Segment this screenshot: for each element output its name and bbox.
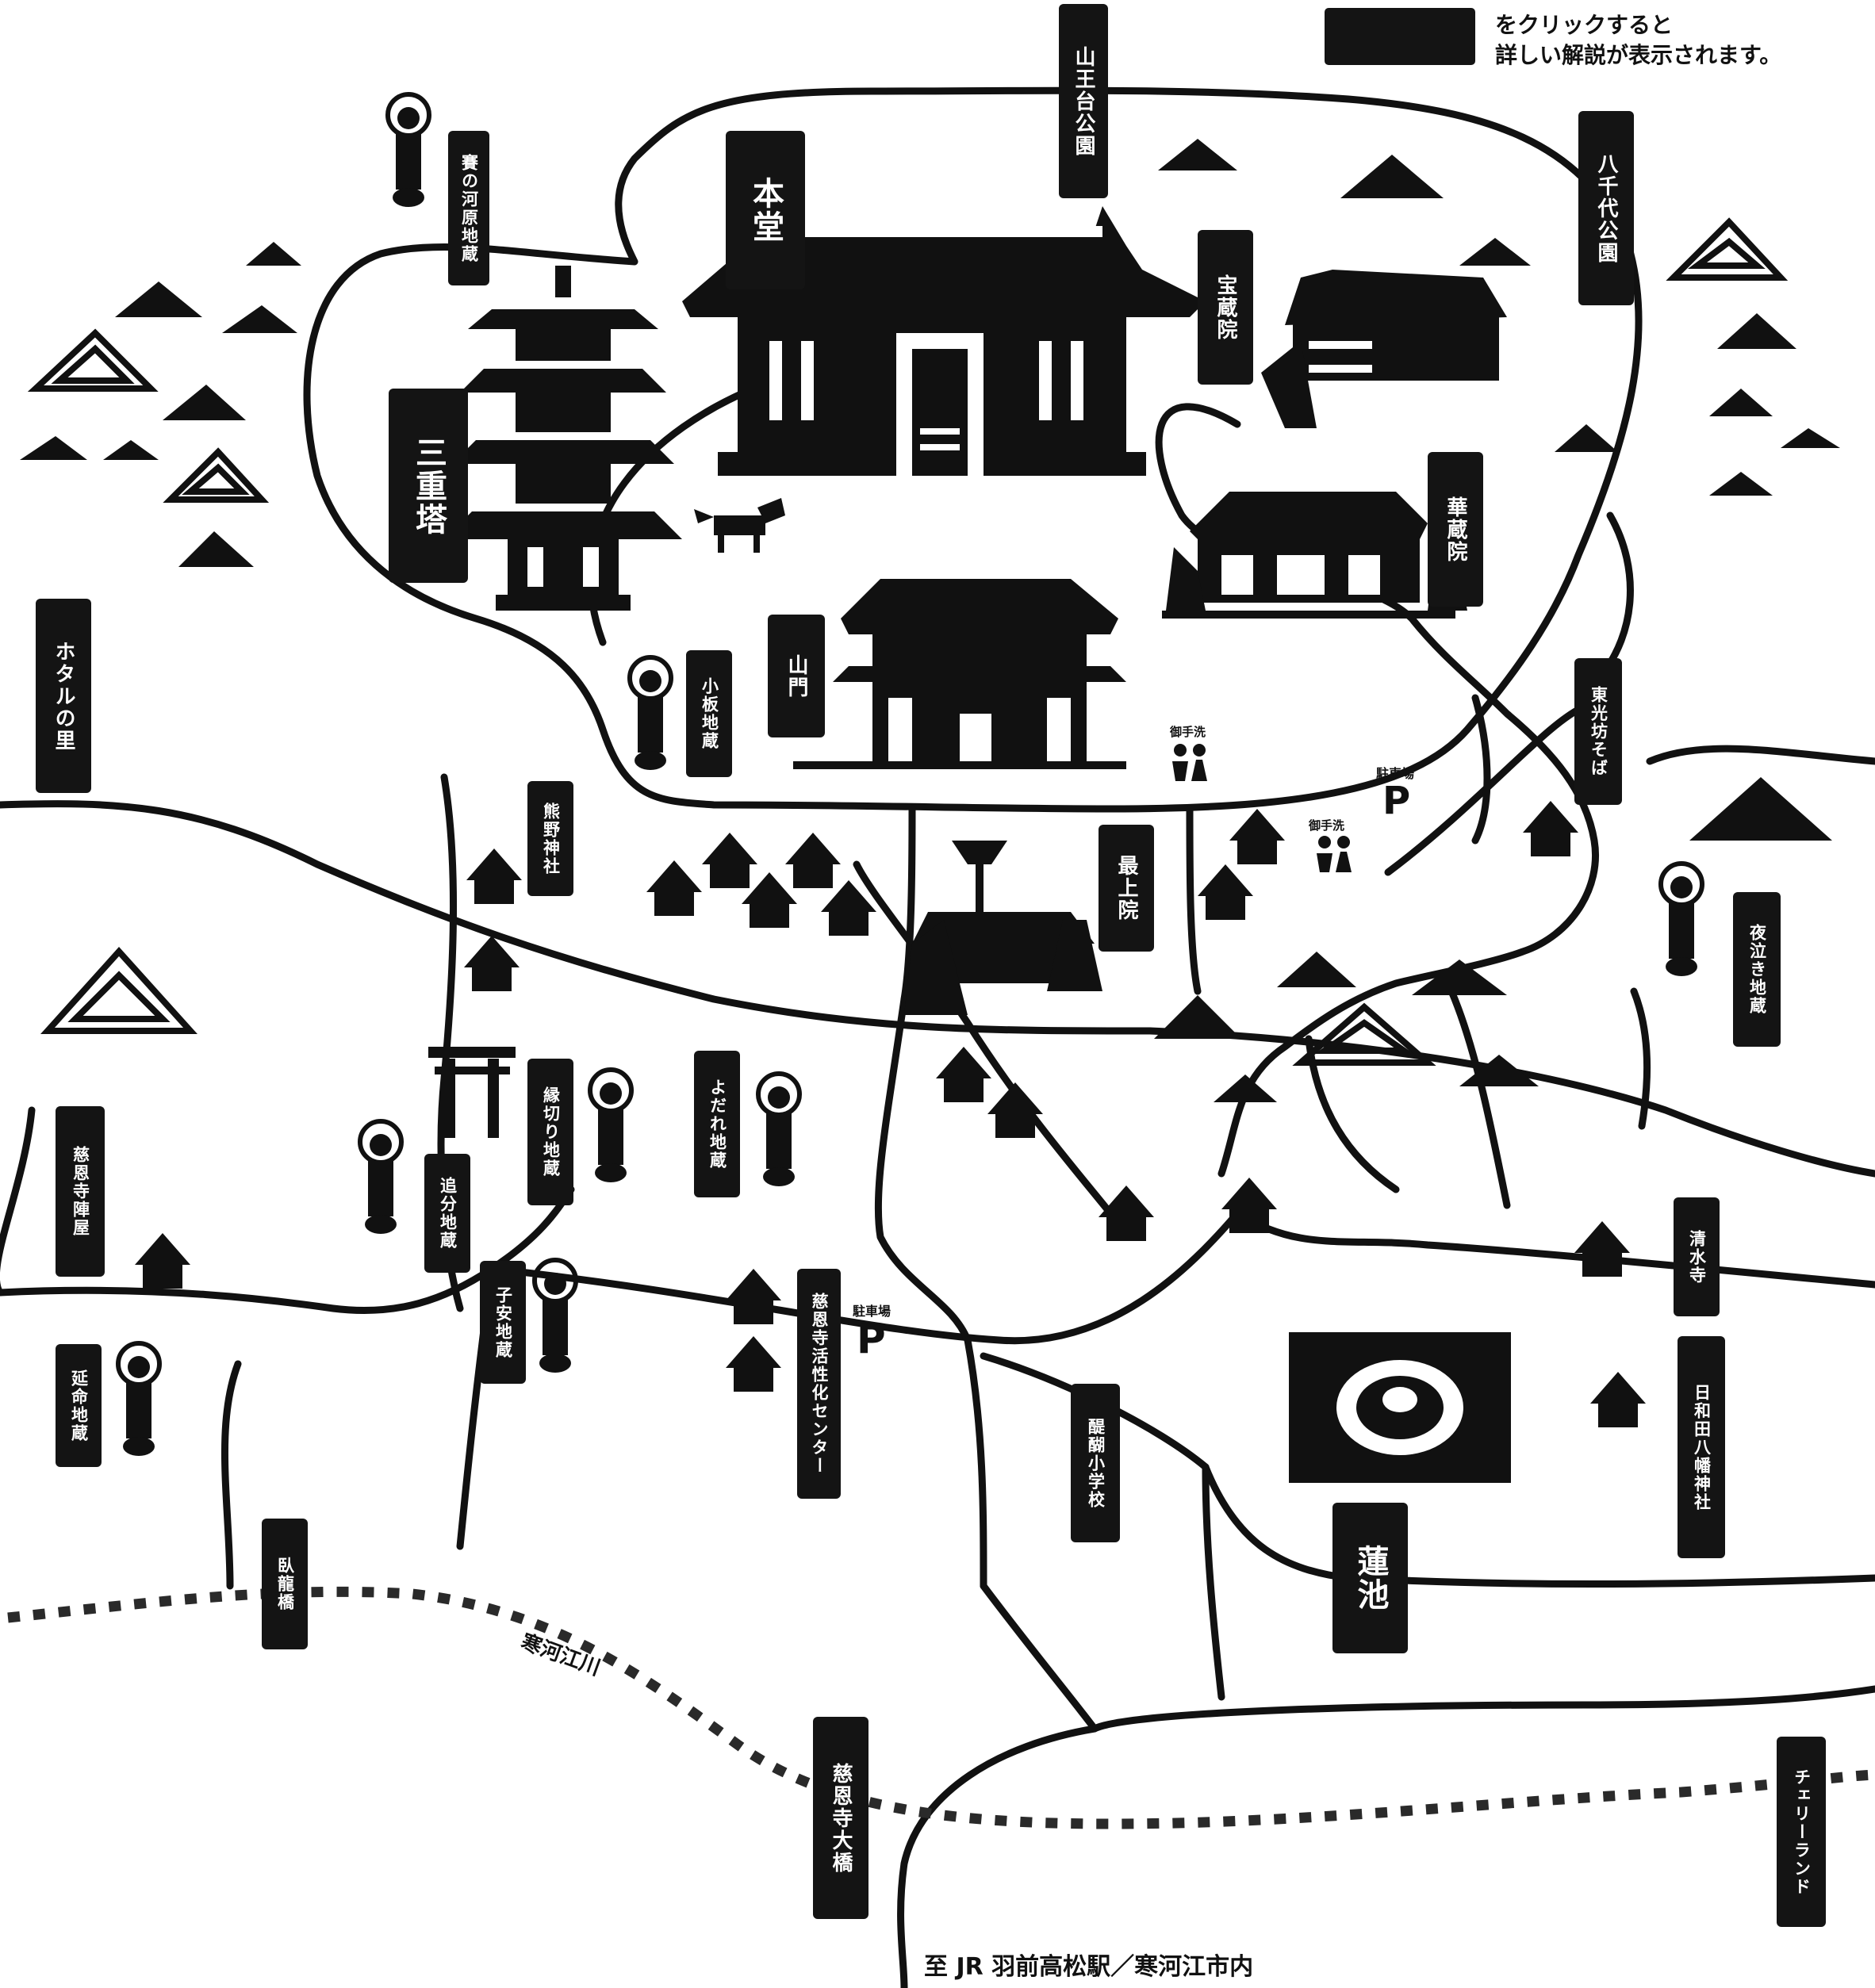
- parking-label: 駐車場: [1376, 766, 1415, 781]
- main-roads: [0, 694, 1875, 1988]
- destination-text: 至 JR 羽前高松駅／寒河江市内: [924, 1953, 1254, 1981]
- toilet-icon: [1172, 744, 1352, 872]
- label-cherryland[interactable]: チェリーランド: [1777, 1737, 1826, 1927]
- label-yachiyo-park[interactable]: 八千代公園: [1578, 111, 1634, 305]
- label-koyasu-jizo[interactable]: 子安地蔵: [480, 1261, 526, 1384]
- label-enkiri-jizo[interactable]: 縁切り地蔵: [527, 1059, 573, 1205]
- mogamiin-illustration: [904, 841, 1102, 1015]
- label-sanmon[interactable]: 山門: [768, 615, 825, 737]
- label-sanjuto[interactable]: 三重塔: [389, 389, 468, 583]
- label-sainokawara-jizo[interactable]: 賽の河原地蔵: [448, 131, 489, 285]
- temizuya-label: 御手洗: [1309, 818, 1345, 833]
- temizuya-label: 御手洗: [1170, 725, 1206, 739]
- label-toukoubou-soba[interactable]: 東光坊そば: [1574, 658, 1622, 805]
- label-kumano-shrine[interactable]: 熊野神社: [527, 781, 573, 896]
- river-sagae: [7, 1586, 1875, 1829]
- mountains: [20, 139, 1840, 1102]
- label-jionji-ohashi[interactable]: 慈恩寺大橋: [813, 1717, 868, 1919]
- label-oiwake-jizo[interactable]: 追分地蔵: [424, 1154, 470, 1273]
- label-hasuike[interactable]: 蓮池: [1332, 1503, 1408, 1653]
- label-jionji-jinya[interactable]: 慈恩寺陣屋: [56, 1106, 105, 1277]
- houses: [135, 801, 1646, 1427]
- legend-swatch: [1325, 8, 1475, 65]
- lotus-illustration: [1289, 1332, 1511, 1483]
- parking-label: 駐車場: [853, 1304, 891, 1319]
- label-hiwada-hachiman[interactable]: 日和田八幡神社: [1678, 1336, 1725, 1558]
- parking-mark: P: [857, 1316, 886, 1362]
- label-kasseika-center[interactable]: 慈恩寺活性化センター: [797, 1269, 841, 1499]
- label-kezouin[interactable]: 華蔵院: [1428, 452, 1483, 607]
- label-koita-jizo[interactable]: 小板地蔵: [686, 650, 732, 777]
- legend-line-2: 詳しい解説が表示されます。: [1495, 42, 1782, 68]
- label-sanoudai-park[interactable]: 山王台公園: [1059, 4, 1108, 198]
- label-houzouin[interactable]: 宝蔵院: [1198, 230, 1253, 385]
- temple-loop-road: [303, 86, 1643, 813]
- label-mogamiin[interactable]: 最上院: [1099, 825, 1154, 952]
- label-garyu-bridge[interactable]: 臥龍橋: [262, 1519, 308, 1649]
- label-yodare-jizo[interactable]: よだれ地蔵: [694, 1051, 740, 1197]
- main-hall-illustration: [682, 206, 1206, 476]
- kezouin-illustration: [1162, 492, 1467, 619]
- dog-illustration: [694, 498, 785, 553]
- label-hondo[interactable]: 本堂: [726, 131, 805, 289]
- legend-line-1: をクリックすると: [1495, 12, 1674, 38]
- label-enmei-jizo[interactable]: 延命地蔵: [56, 1344, 102, 1467]
- patterned-mountains: [27, 217, 1789, 1066]
- pagoda-illustration: [444, 266, 682, 611]
- houzouin-illustration: [1261, 270, 1507, 428]
- label-daigo-school[interactable]: 醍醐小学校: [1071, 1384, 1120, 1542]
- parking-mark: P: [1382, 779, 1411, 823]
- label-yonaki-jizo[interactable]: 夜泣き地蔵: [1733, 892, 1781, 1047]
- label-shimizu-temple[interactable]: 清水寺: [1674, 1197, 1720, 1316]
- torii-illustration: [428, 1047, 516, 1138]
- sanmon-illustration: [793, 579, 1126, 769]
- jizo-statues: [116, 92, 1704, 1456]
- label-hotaru-no-sato[interactable]: ホタルの里: [36, 599, 91, 793]
